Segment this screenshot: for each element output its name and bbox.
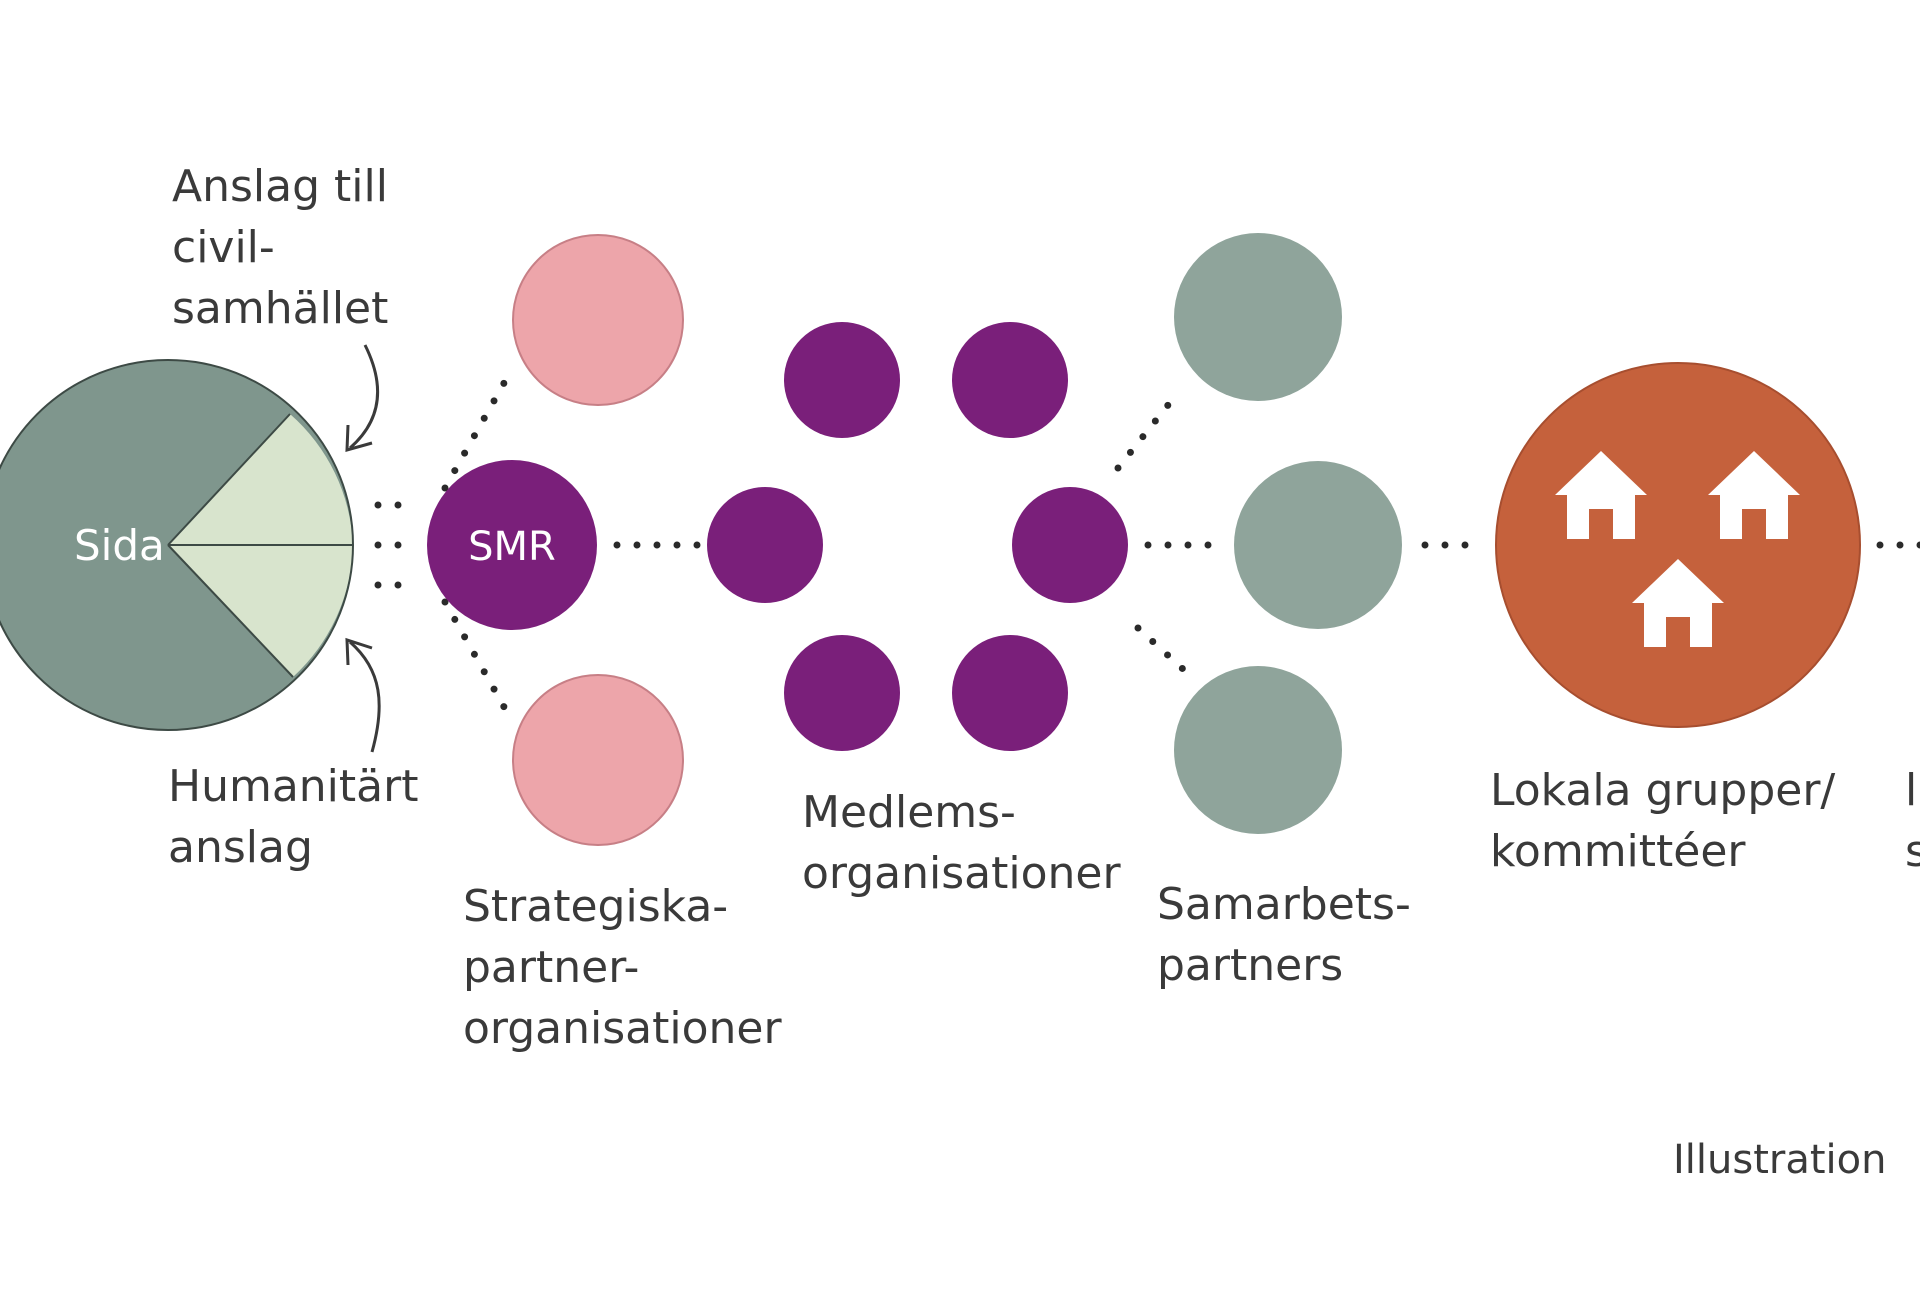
house-icon bbox=[1632, 559, 1724, 647]
smr-circle bbox=[427, 460, 597, 630]
label-line: organisationer bbox=[802, 848, 1121, 899]
label-line: s bbox=[1905, 826, 1920, 877]
label-line: kommittéer bbox=[1490, 826, 1746, 877]
label-cut-right: l s bbox=[1905, 760, 1920, 882]
label-line: organisationer bbox=[463, 1003, 782, 1054]
member-org-circle-right bbox=[1012, 487, 1128, 603]
label-line: samhället bbox=[172, 283, 389, 334]
connector-partners-bottom bbox=[1134, 624, 1199, 684]
dotted-connectors bbox=[374, 372, 1920, 718]
connector-partners-top bbox=[1114, 386, 1184, 472]
label-medlems: Medlems- organisationer bbox=[802, 782, 1121, 904]
member-org-circle-left bbox=[707, 487, 823, 603]
curved-arrow-head-icon bbox=[345, 637, 373, 666]
house-icon bbox=[1708, 451, 1800, 539]
connector-smr-strategic-top bbox=[441, 372, 512, 492]
member-org-circle-top-right bbox=[952, 322, 1068, 438]
sida-pie-divider-bottom bbox=[167, 544, 294, 678]
illustration-credit: Illustration bbox=[1673, 1137, 1887, 1183]
curved-arrow-icon bbox=[349, 344, 380, 450]
member-org-circle-bottom-right bbox=[952, 635, 1068, 751]
label-line: Lokala grupper/ bbox=[1490, 765, 1836, 816]
label-line: partner- bbox=[463, 942, 640, 993]
local-groups-circle bbox=[1495, 362, 1861, 728]
member-org-circle-top-left bbox=[784, 322, 900, 438]
local-groups-node bbox=[1495, 362, 1861, 728]
curved-arrow-icon bbox=[349, 640, 381, 753]
sida-pie-node: Sida bbox=[0, 359, 354, 731]
smr-node: SMR bbox=[427, 460, 597, 630]
label-line: anslag bbox=[168, 822, 313, 873]
label-humanitart: Humanitärt anslag bbox=[168, 756, 418, 878]
member-org-circle-bottom-left bbox=[784, 635, 900, 751]
cooperation-partner-circle-bottom bbox=[1174, 666, 1342, 834]
cooperation-partner-circle-top bbox=[1174, 233, 1342, 401]
sida-pie-outline bbox=[0, 359, 354, 731]
label-line: Strategiska- bbox=[463, 881, 729, 932]
connector-smr-strategic-bottom bbox=[441, 598, 512, 718]
label-line: Anslag till bbox=[172, 161, 388, 212]
sida-label: Sida bbox=[74, 521, 165, 570]
house-icon bbox=[1555, 451, 1647, 539]
label-line: Samarbets- bbox=[1157, 879, 1411, 930]
curved-arrow-head-icon bbox=[345, 424, 373, 453]
sida-pie-divider-top bbox=[167, 413, 291, 546]
label-strategiska: Strategiska- partner- organisationer bbox=[463, 876, 782, 1059]
label-line: civil- bbox=[172, 222, 275, 273]
label-anslag-civil: Anslag till civil- samhället bbox=[172, 156, 388, 339]
cooperation-partner-circle-middle bbox=[1234, 461, 1402, 629]
sida-pie-slice-civil bbox=[168, 414, 353, 545]
label-line: Medlems- bbox=[802, 787, 1016, 838]
label-line: l bbox=[1905, 765, 1918, 816]
label-samarbets: Samarbets- partners bbox=[1157, 874, 1411, 996]
smr-label: SMR bbox=[468, 524, 556, 570]
sida-pie-slice-humanitarian bbox=[168, 545, 353, 677]
label-line: Humanitärt bbox=[168, 761, 419, 812]
strategic-partner-circle-top bbox=[512, 234, 684, 406]
label-line: partners bbox=[1157, 940, 1344, 991]
label-lokala: Lokala grupper/ kommittéer bbox=[1490, 760, 1835, 882]
strategic-partner-circle-bottom bbox=[512, 674, 684, 846]
